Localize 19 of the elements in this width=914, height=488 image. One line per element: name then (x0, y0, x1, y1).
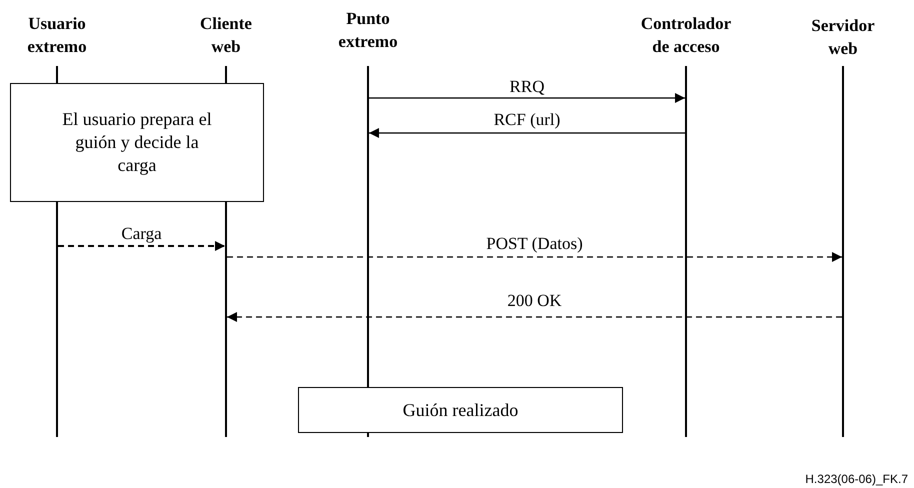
figure-number: H.323(06-06)_FK.7 (805, 472, 908, 486)
message-arrow (369, 128, 685, 138)
participant-name: Cliente web (199, 13, 253, 58)
edge-label: Carga (119, 225, 164, 243)
note-box (10, 83, 264, 202)
note-text: El usuario prepara el guión y decide la carga (62, 108, 212, 177)
message-arrow (369, 93, 685, 103)
participant-name: Usuario extremo (26, 13, 88, 58)
edge-label: RRQ (508, 78, 546, 96)
participant-name: Servidor web (810, 15, 876, 60)
participant-name: Punto extremo (337, 8, 399, 53)
note-text: Guión realizado (402, 398, 520, 422)
message-arrow (58, 241, 225, 251)
note-box (298, 387, 623, 433)
message-arrow (227, 252, 842, 262)
edge-label: RCF (url) (492, 111, 562, 129)
participant-name: Controlador de acceso (640, 13, 732, 58)
edge-label: POST (Datos) (484, 235, 585, 253)
message-arrow (227, 312, 842, 322)
